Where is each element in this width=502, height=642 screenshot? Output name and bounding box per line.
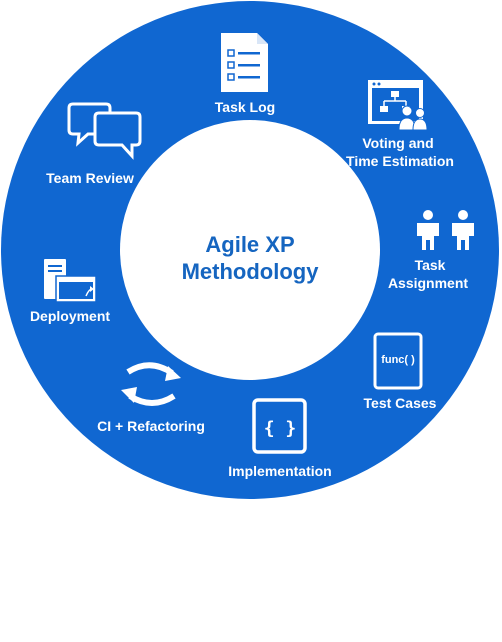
step-voting-time-estimation: Voting and Time Estimation [346, 80, 454, 169]
deployment-icon [44, 259, 97, 303]
people-icon [417, 210, 474, 250]
step-deployment: Deployment [30, 259, 110, 324]
task-log-icon [221, 33, 268, 92]
step-task-assignment: Task Assignment [388, 210, 474, 291]
step-label-line1: Voting and [362, 135, 433, 151]
svg-text:{ }: { } [264, 418, 297, 439]
step-label: Team Review [46, 170, 134, 186]
step-label-line2: Assignment [388, 275, 468, 291]
step-label-line1: Task [415, 257, 446, 273]
func-icon: func( ) [373, 332, 423, 390]
step-implementation: { } Implementation [228, 398, 332, 479]
code-braces-icon: { } [252, 398, 307, 454]
chat-bubbles-icon [67, 102, 142, 160]
flowchart-team-icon [368, 80, 428, 131]
step-label-line2: Time Estimation [346, 153, 454, 169]
center-title-line1: Agile XP [205, 232, 294, 257]
step-ci-refactoring: CI + Refactoring [97, 362, 205, 434]
step-task-log: Task Log [215, 33, 275, 115]
svg-text:func( ): func( ) [381, 354, 415, 366]
center-hub [120, 120, 380, 380]
step-label: Task Log [215, 99, 275, 115]
step-label: Deployment [30, 308, 110, 324]
step-label: CI + Refactoring [97, 418, 205, 434]
step-label: Implementation [228, 463, 331, 479]
step-test-cases: func( ) Test Cases [364, 332, 437, 411]
step-label: Test Cases [364, 395, 437, 411]
center-title-line2: Methodology [182, 259, 320, 284]
step-team-review: Team Review [46, 102, 142, 186]
cycle-arrows-icon [121, 362, 181, 406]
